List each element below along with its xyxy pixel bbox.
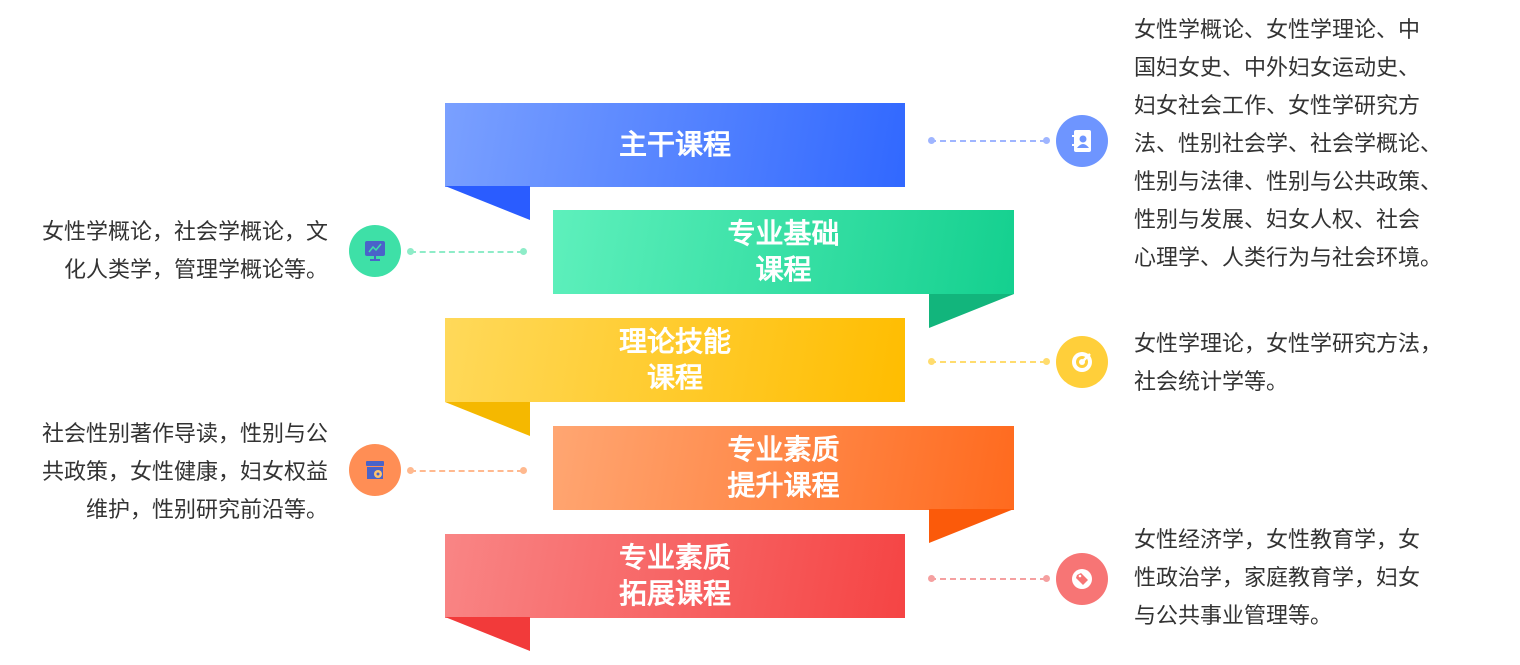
- connector-line: [410, 251, 523, 253]
- desc-line: 性政治学，家庭教育学，妇女: [1134, 566, 1421, 591]
- banner-fold: [445, 617, 530, 651]
- connector-line: [930, 578, 1046, 580]
- connector-dot: [928, 358, 935, 365]
- desc-line: 女性学概论、女性学理论、中: [1134, 18, 1421, 43]
- connector-dot: [407, 467, 414, 474]
- connector-dot: [407, 248, 414, 255]
- banner-quality-expand-courses: 专业素质 拓展课程: [445, 534, 905, 618]
- banner-fold: [929, 294, 1014, 328]
- connector-dot: [1043, 358, 1050, 365]
- banner-fold: [445, 186, 530, 220]
- desc-line: 女性经济学，女性教育学，女: [1134, 528, 1421, 553]
- desc-line: 法、性别社会学、社会学概论、: [1134, 132, 1443, 157]
- contact-book-icon: [1056, 115, 1108, 167]
- banner-main-courses: 主干课程: [445, 103, 905, 187]
- banner-title: 专业基础: [727, 217, 840, 250]
- desc-line: 女性学概论，社会学概论，文: [41, 220, 328, 245]
- banner-fold: [929, 509, 1014, 543]
- connector-dot: [1043, 575, 1050, 582]
- connector-dot: [928, 137, 935, 144]
- tag-icon: [1056, 553, 1108, 605]
- desc-line: 化人类学，管理学概论等。: [63, 258, 328, 283]
- banner-fold: [445, 402, 530, 436]
- desc-line: 社会统计学等。: [1134, 370, 1289, 395]
- connector-dot: [520, 467, 527, 474]
- banner-title: 课程: [646, 361, 703, 394]
- banner-title: 专业素质: [618, 541, 731, 574]
- main-courses-description: 女性学概论、女性学理论、中 国妇女史、中外妇女运动史、 妇女社会工作、女性学研究…: [1134, 12, 1442, 278]
- shop-settings-icon: [349, 444, 401, 496]
- banner-basic-courses: 专业基础 课程: [553, 210, 1014, 294]
- connector-dot: [1043, 137, 1050, 144]
- banner-title: 专业素质: [727, 433, 840, 466]
- desc-line: 共政策，女性健康，妇女权益: [41, 460, 328, 485]
- quality-expand-description: 女性经济学，女性教育学，女 性政治学，家庭教育学，妇女 与公共事业管理等。: [1134, 522, 1420, 636]
- connector-line: [930, 361, 1046, 363]
- connector-dot: [928, 575, 935, 582]
- banner-title: 拓展课程: [618, 577, 731, 610]
- banner-quality-improve-courses: 专业素质 提升课程: [553, 426, 1014, 510]
- desc-line: 与公共事业管理等。: [1134, 604, 1333, 629]
- banner-title: 提升课程: [727, 469, 840, 502]
- connector-line: [410, 470, 523, 472]
- target-icon: [1056, 336, 1108, 388]
- banner-title: 理论技能: [618, 325, 731, 358]
- connector-line: [930, 140, 1046, 142]
- basic-courses-description: 女性学概论，社会学概论，文 化人类学，管理学概论等。: [42, 214, 328, 290]
- desc-line: 社会性别著作导读，性别与公: [41, 422, 328, 447]
- banner-title: 课程: [755, 253, 812, 286]
- desc-line: 心理学、人类行为与社会环境。: [1134, 246, 1443, 271]
- desc-line: 国妇女史、中外妇女运动史、: [1134, 56, 1421, 81]
- banner-title: 主干课程: [618, 128, 731, 161]
- monitor-chart-icon: [349, 225, 401, 277]
- banner-theory-courses: 理论技能 课程: [445, 318, 905, 402]
- desc-line: 维护，性别研究前沿等。: [85, 498, 328, 523]
- theory-courses-description: 女性学理论，女性学研究方法， 社会统计学等。: [1134, 326, 1442, 402]
- desc-line: 女性学理论，女性学研究方法，: [1134, 332, 1443, 357]
- desc-line: 性别与发展、妇女人权、社会: [1134, 208, 1421, 233]
- quality-improve-description: 社会性别著作导读，性别与公 共政策，女性健康，妇女权益 维护，性别研究前沿等。: [42, 416, 328, 530]
- desc-line: 妇女社会工作、女性学研究方: [1134, 94, 1421, 119]
- connector-dot: [520, 248, 527, 255]
- desc-line: 性别与法律、性别与公共政策、: [1134, 170, 1443, 195]
